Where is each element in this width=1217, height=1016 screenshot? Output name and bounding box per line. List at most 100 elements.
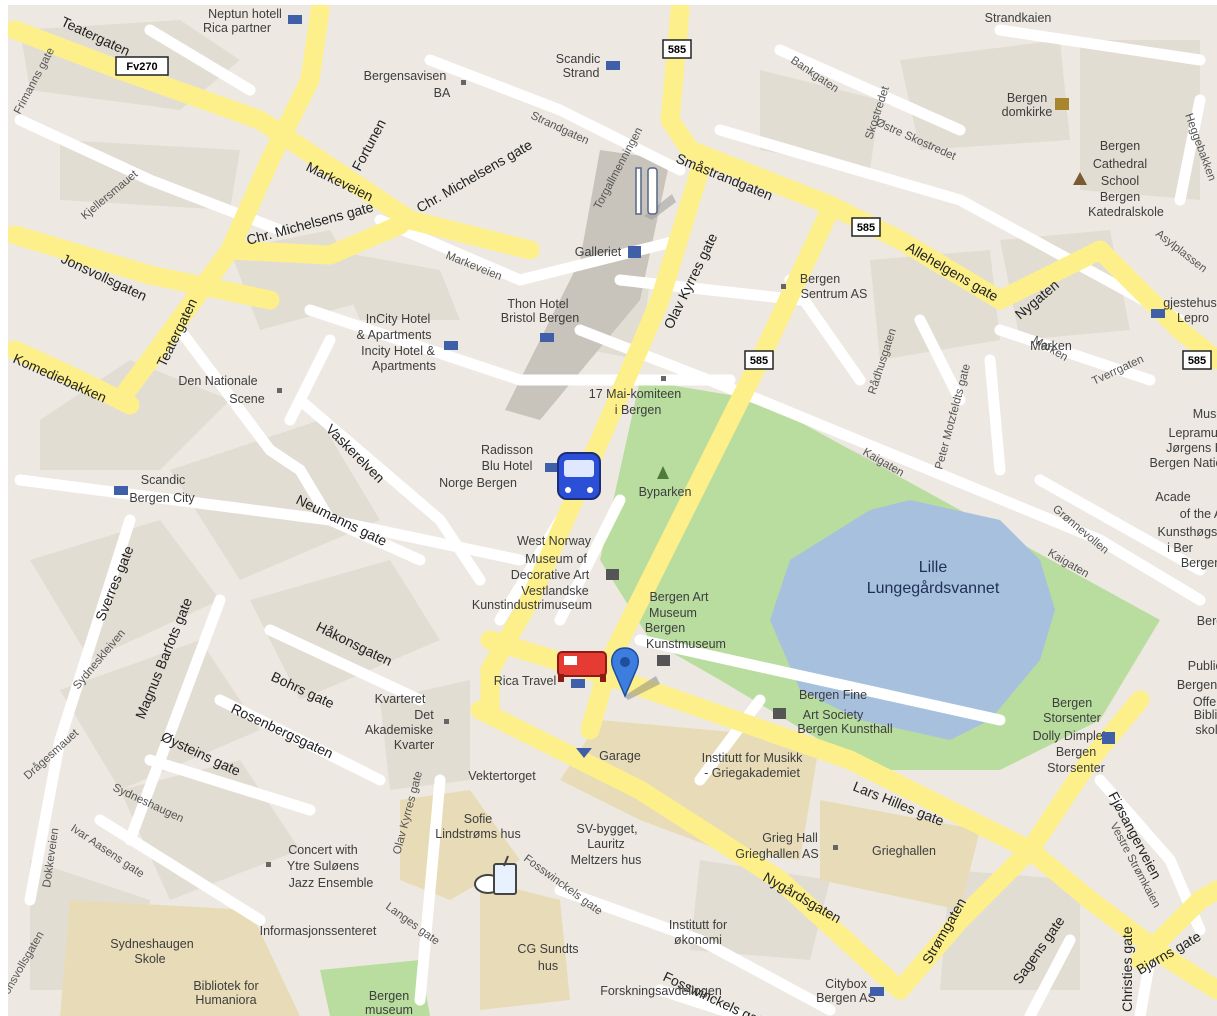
place-label: Bergen	[1100, 139, 1140, 153]
poi-dot[interactable]	[833, 845, 838, 850]
place-label: Institutt for	[669, 918, 727, 932]
place-label: Bergen	[1181, 556, 1217, 570]
place-label: Kunstmuseum	[646, 637, 726, 651]
place-label: Acade	[1155, 490, 1190, 504]
place-label: Byparken	[639, 485, 692, 499]
place-label: Thon Hotel	[507, 297, 568, 311]
place-label: Bergen Fine	[799, 688, 867, 702]
place-label: - Griegakademiet	[704, 766, 800, 780]
map-markers[interactable]	[474, 167, 676, 895]
hotel-icon[interactable]	[288, 15, 302, 24]
poi-dot[interactable]	[444, 719, 449, 724]
place-label: Bergen	[1056, 745, 1096, 759]
road-shield	[744, 350, 774, 370]
place-label: Galleriet	[575, 245, 622, 259]
poi-dot[interactable]	[461, 80, 466, 85]
place-label: Storsenter	[1047, 761, 1105, 775]
hotel-icon[interactable]	[870, 987, 884, 996]
shopping-icon[interactable]	[628, 246, 641, 258]
restaurant-icon[interactable]	[635, 167, 676, 220]
place-label: Radisson	[481, 443, 533, 457]
hotel-icon[interactable]	[114, 486, 128, 495]
place-label: InCity Hotel	[366, 312, 431, 326]
museum-icon[interactable]	[606, 569, 619, 580]
hotel-icon[interactable]	[444, 341, 458, 350]
hotel-icon[interactable]	[606, 61, 620, 70]
place-label: Rica Travel	[494, 674, 557, 688]
church-icon[interactable]	[1055, 98, 1069, 110]
place-label: Museum of	[525, 552, 587, 566]
place-label: of the A	[1180, 507, 1217, 521]
lake-label: Lungegårdsvannet	[867, 579, 1000, 597]
place-label: Kvarter	[394, 738, 434, 752]
museum-icon[interactable]	[773, 708, 786, 719]
place-label: Strand	[563, 66, 600, 80]
place-label: Bergen City	[129, 491, 195, 505]
location-pin-icon[interactable]	[611, 647, 660, 700]
place-label: Skole	[134, 952, 165, 966]
place-label: Det	[414, 708, 434, 722]
museum-icon[interactable]	[657, 655, 670, 666]
road-shield-number: 585	[857, 222, 875, 234]
place-label: Bergen	[1007, 91, 1047, 105]
place-label: SV-bygget,	[576, 822, 637, 836]
place-label: Public L	[1188, 659, 1217, 673]
hotel-icon[interactable]	[1151, 309, 1165, 318]
hotel-icon[interactable]	[571, 679, 585, 688]
road-chr-michelsens-east	[220, 215, 410, 265]
road-shield-number: 585	[750, 355, 768, 367]
place-label: Kunstindustrimuseum	[472, 598, 592, 612]
place-label: Bergen AS	[816, 991, 876, 1005]
place-label: Bibliotek for	[193, 979, 258, 993]
street-label: Christies gate	[1119, 926, 1135, 1012]
road-shield-number: Fv270	[126, 61, 157, 73]
major-roads[interactable]	[8, 5, 1217, 1000]
place-label: 17 Mai-komiteen	[589, 387, 681, 401]
place-label: Bergen Art	[649, 590, 709, 604]
place-label: Sydneshaugen	[110, 937, 193, 951]
hotel-bed-icon[interactable]	[557, 651, 607, 682]
place-label: Meltzers hus	[571, 853, 642, 867]
poi-dot[interactable]	[781, 284, 786, 289]
poi-dot[interactable]	[661, 376, 666, 381]
bus-icon[interactable]	[557, 452, 601, 500]
place-label: Bergen Natio	[1150, 456, 1217, 470]
shopping-icon[interactable]	[1102, 732, 1115, 744]
poi-icons[interactable]	[114, 15, 1165, 996]
place-label: Sofie	[464, 812, 493, 826]
place-label: skole	[1195, 723, 1217, 737]
place-label: Blu Hotel	[482, 459, 533, 473]
poi-dot[interactable]	[266, 862, 271, 867]
place-label: Cathedral	[1093, 157, 1147, 171]
place-label: Norge Bergen	[439, 476, 517, 490]
fast-food-icon[interactable]	[474, 855, 517, 895]
hotel-icon[interactable]	[540, 333, 554, 342]
road-jonsvollsgaten	[8, 225, 280, 310]
road-shield-number: 585	[1188, 355, 1206, 367]
road-shield-number: 585	[668, 44, 686, 56]
park-tree-icon[interactable]	[657, 466, 669, 479]
place-label: Lepramuseet	[1169, 426, 1217, 440]
place-label: Akademiske	[365, 723, 433, 737]
place-label: økonomi	[674, 933, 722, 947]
place-label: Biblio	[1194, 708, 1217, 722]
road-shields: Fv270 585 585 585 585	[115, 39, 1212, 370]
place-label: i Ber	[1167, 541, 1193, 555]
place-label: Den Nationale	[178, 374, 257, 388]
place-label: Institutt for Musikk	[702, 751, 803, 765]
place-label: Apartments	[372, 359, 436, 373]
place-label: Ytre Suløens	[287, 859, 359, 873]
place-label: Berg	[1197, 614, 1217, 628]
place-label: Grieghallen AS	[735, 847, 818, 861]
place-label: Neptun hotell	[208, 7, 282, 21]
poi-dot[interactable]	[277, 388, 282, 393]
bar-icon[interactable]	[576, 748, 592, 758]
hotel-icon[interactable]	[545, 463, 559, 472]
place-label: Bergen	[645, 621, 685, 635]
school-icon[interactable]	[1073, 172, 1087, 185]
place-label: Decorative Art	[511, 568, 590, 582]
